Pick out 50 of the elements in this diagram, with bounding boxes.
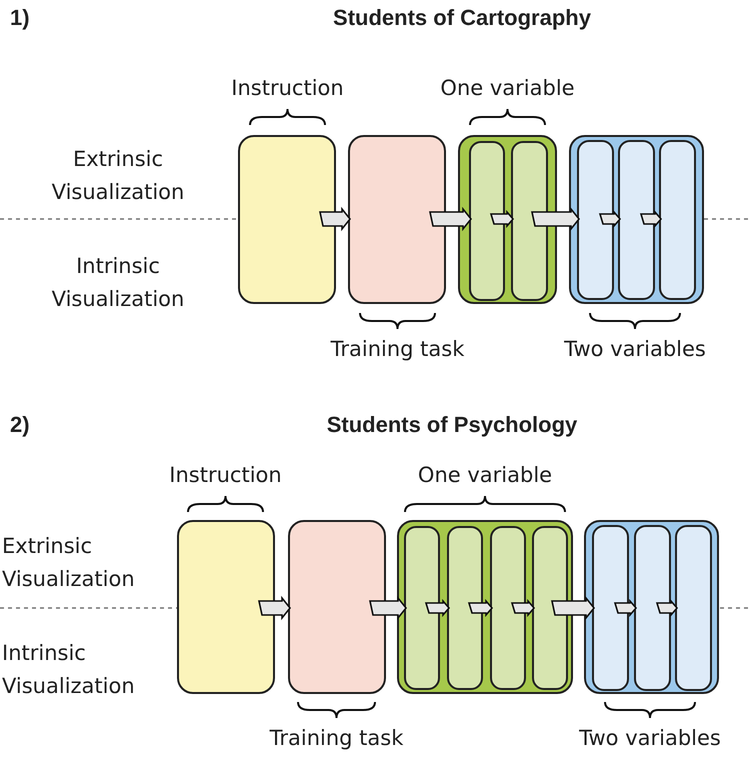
brace-label: Instruction xyxy=(230,75,345,102)
brace-label: One variable xyxy=(439,75,576,102)
column-box xyxy=(469,141,505,301)
block-arrow xyxy=(319,206,352,232)
column-box xyxy=(532,526,568,690)
group-panel xyxy=(397,520,573,694)
block-arrow xyxy=(614,598,638,618)
brace-label: Two variables xyxy=(563,336,707,363)
column-box xyxy=(659,140,696,300)
block-arrow xyxy=(598,210,622,228)
column-box xyxy=(675,525,712,691)
column-box xyxy=(577,140,614,300)
row-label: Intrinsic Visualization xyxy=(2,640,136,700)
brace-label: Training task xyxy=(268,725,404,752)
column-box xyxy=(511,141,548,301)
block-arrow xyxy=(468,598,494,618)
panel-number: 1) xyxy=(10,6,30,30)
panel-number: 2) xyxy=(10,413,30,438)
stage-box xyxy=(238,135,336,304)
group-panel xyxy=(569,135,704,304)
stage-box xyxy=(288,520,386,694)
block-arrow xyxy=(369,596,408,620)
panel-title: Students of Cartography xyxy=(332,6,592,30)
column-box xyxy=(490,526,526,690)
column-box xyxy=(634,525,671,691)
block-arrow xyxy=(490,210,514,228)
block-arrow xyxy=(551,596,596,620)
block-arrow xyxy=(510,598,536,618)
stage-box xyxy=(348,135,446,304)
block-arrow xyxy=(258,596,292,620)
stage-box xyxy=(177,520,275,694)
brace-label: Two variables xyxy=(578,725,722,752)
column-box xyxy=(404,526,440,690)
group-panel xyxy=(584,520,719,694)
panel-title: Students of Psychology xyxy=(326,413,578,438)
column-box xyxy=(592,525,629,691)
brace-label: Instruction xyxy=(168,462,283,489)
brace-label: Training task xyxy=(330,336,466,363)
block-arrow xyxy=(424,598,450,618)
row-label: Extrinsic Visualization xyxy=(50,146,186,206)
group-panel xyxy=(458,135,557,304)
block-arrow xyxy=(429,206,472,232)
row-label: Extrinsic Visualization xyxy=(2,533,136,593)
row-label: Intrinsic Visualization xyxy=(50,253,186,313)
column-box xyxy=(618,140,655,300)
block-arrow xyxy=(640,210,662,228)
block-arrow xyxy=(531,206,580,232)
column-box xyxy=(447,526,483,690)
block-arrow xyxy=(656,598,678,618)
brace-label: One variable xyxy=(416,462,554,489)
